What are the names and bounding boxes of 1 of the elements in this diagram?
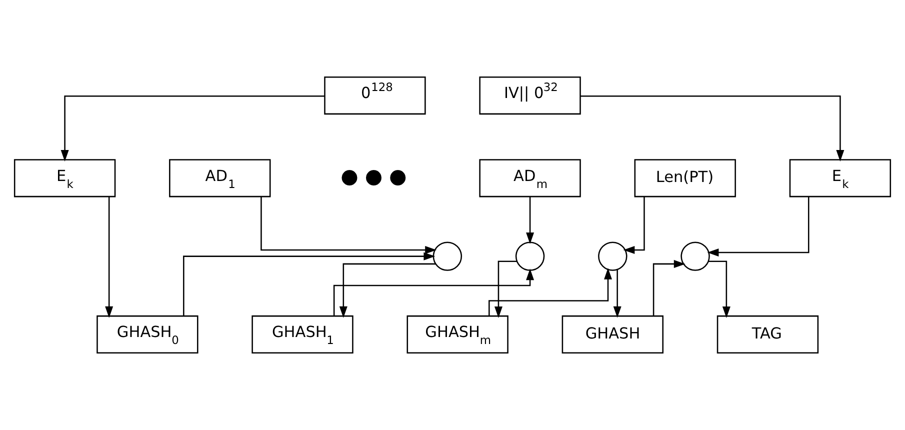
label: ● ● ● bbox=[340, 164, 407, 188]
